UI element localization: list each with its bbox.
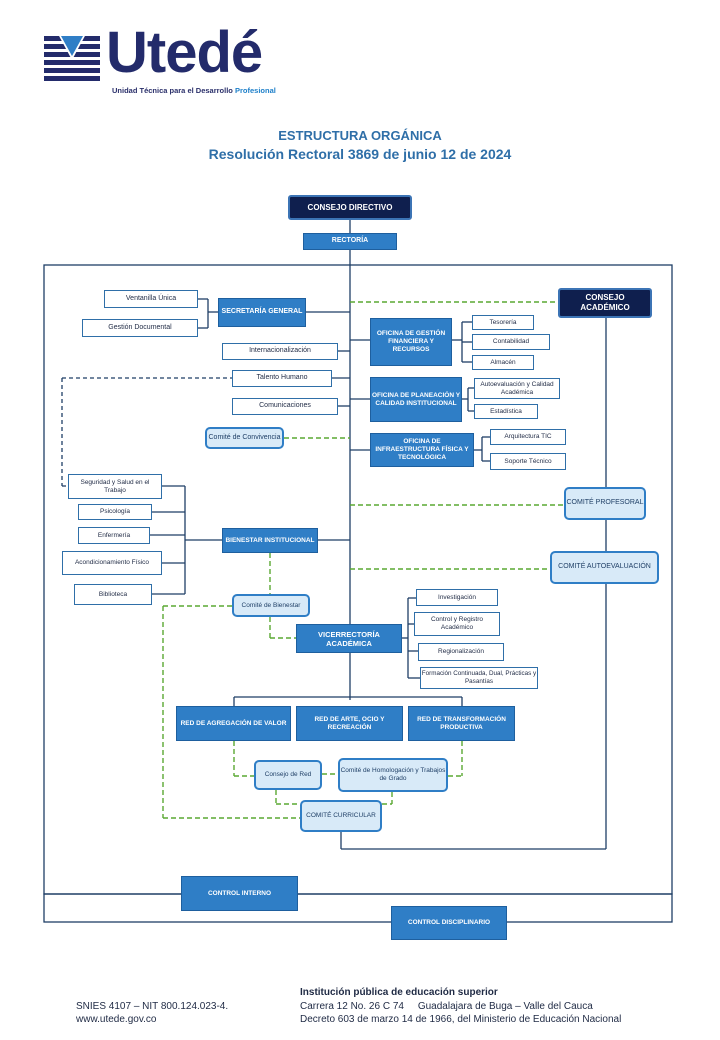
node-soporte-tecnico: Soporte Técnico [490,453,566,470]
logo-tagline: Unidad Técnica para el Desarrollo Profes… [112,86,276,95]
footer-decree: Decreto 603 de marzo 14 de 1966, del Min… [300,1014,622,1025]
node-oficina-planeacion: OFICINA DE PLANEACIÓN Y CALIDAD INSTITUC… [370,377,462,422]
node-gestion-documental: Gestión Documental [82,319,198,337]
node-bienestar-institucional: BIENESTAR INSTITUCIONAL [222,528,318,553]
node-tesoreria: Tesorería [472,315,534,330]
node-seguridad-salud: Seguridad y Salud en el Trabajo [68,474,162,499]
node-oficina-financiera: OFICINA DE GESTIÓN FINANCIERA Y RECURSOS [370,318,452,366]
node-control-disciplinario: CONTROL DISCIPLINARIO [391,906,507,940]
node-red-agregacion-valor: RED DE AGREGACIÓN DE VALOR [176,706,291,741]
node-internacionalizacion: Internacionalización [222,343,338,360]
node-estadistica: Estadística [474,404,538,419]
node-red-arte: RED DE ARTE, OCIO Y RECREACIÓN [296,706,403,741]
node-consejo-academico: CONSEJO ACADÉMICO [558,288,652,318]
footer-website: www.utede.gov.co [76,1014,157,1025]
node-comite-convivencia: Comité de Convivencia [205,427,284,449]
logo-stripes-icon [44,34,100,81]
node-talento-humano: Talento Humano [232,370,332,387]
node-psicologia: Psicología [78,504,152,520]
node-consejo-directivo: CONSEJO DIRECTIVO [288,195,412,220]
node-comunicaciones: Comunicaciones [232,398,338,415]
node-oficina-infraestructura: OFICINA DE INFRAESTRUCTURA FÍSICA Y TECN… [370,433,474,467]
node-contabilidad: Contabilidad [472,334,550,350]
page-title: ESTRUCTURA ORGÁNICA [278,128,442,143]
logo-wordmark: Utedé [106,20,263,85]
node-investigacion: Investigación [416,589,498,606]
node-comite-profesoral: COMITÉ PROFESORAL [564,487,646,520]
footer-address: Carrera 12 No. 26 C 74 Guadalajara de Bu… [300,1001,593,1012]
footer-snies-nit: SNIES 4107 – NIT 800.124.023-4. [76,1001,229,1012]
node-consejo-red: Consejo de Red [254,760,322,790]
node-enfermeria: Enfermería [78,527,150,544]
page-subtitle: Resolución Rectoral 3869 de junio 12 de … [208,146,512,162]
node-rectoria: RECTORÍA [303,233,397,250]
node-red-transformacion: RED DE TRANSFORMACIÓN PRODUCTIVA [408,706,515,741]
node-acondicionamiento-fisico: Acondicionamiento Físico [62,551,162,575]
node-comite-bienestar: Comité de Bienestar [232,594,310,617]
node-ventanilla-unica: Ventanilla Única [104,290,198,308]
node-almacen: Almacén [472,355,534,370]
node-comite-curricular: COMITÉ CURRICULAR [300,800,382,832]
node-control-registro: Control y Registro Académico [414,612,500,636]
node-comite-autoevaluacion: COMITÉ AUTOEVALUACIÓN [550,551,659,584]
node-formacion-continuada: Formación Continuada, Dual, Prácticas y … [420,667,538,689]
node-secretaria-general: SECRETARÍA GENERAL [218,298,306,327]
node-comite-homologacion: Comité de Homologación y Trabajos de Gra… [338,758,448,792]
node-regionalizacion: Regionalización [418,643,504,661]
node-vicerrectoria-academica: VICERRECTORÍA ACADÉMICA [296,624,402,653]
node-control-interno: CONTROL INTERNO [181,876,298,911]
node-arquitectura-tic: Arquitectura TIC [490,429,566,445]
node-biblioteca: Biblioteca [74,584,152,605]
node-autoevaluacion-calidad: Autoevaluación y Calidad Académica [474,378,560,399]
footer-institution-type: Institución pública de educación superio… [300,987,498,998]
